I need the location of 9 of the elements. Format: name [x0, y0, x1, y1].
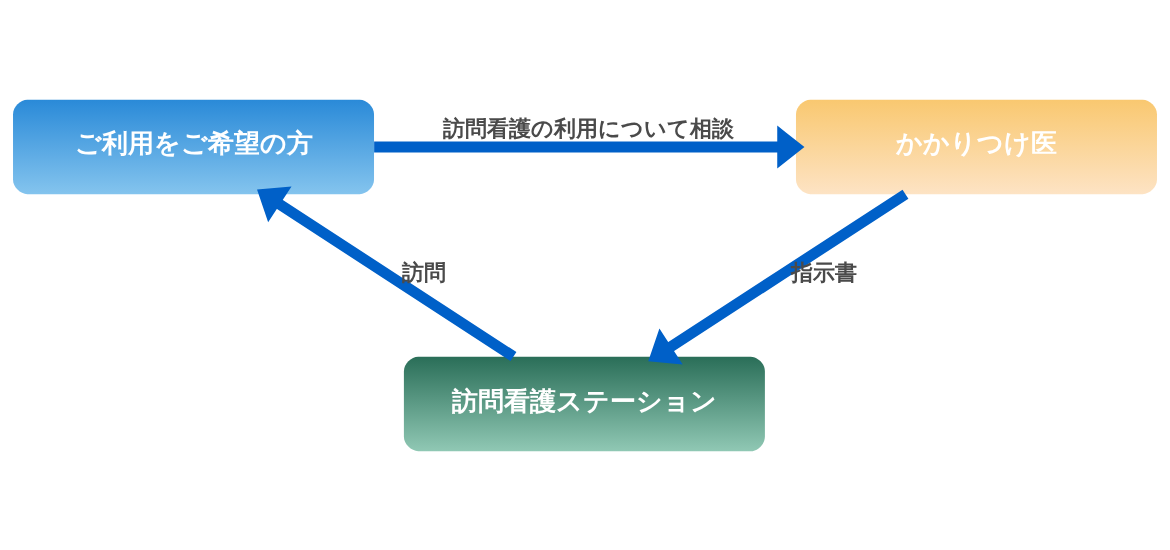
edge-label: 訪問看護の利用について相談	[442, 115, 734, 141]
arrow	[648, 189, 909, 364]
node-box: かかりつけ医	[796, 99, 1157, 194]
edge-label: 訪問	[401, 259, 446, 285]
arrow	[257, 185, 517, 361]
node-box: 訪問看護ステーション	[403, 356, 765, 451]
node-box: ご利用をご希望の方	[13, 99, 374, 194]
edge-label: 指示書	[791, 259, 858, 285]
arrow	[374, 125, 805, 168]
